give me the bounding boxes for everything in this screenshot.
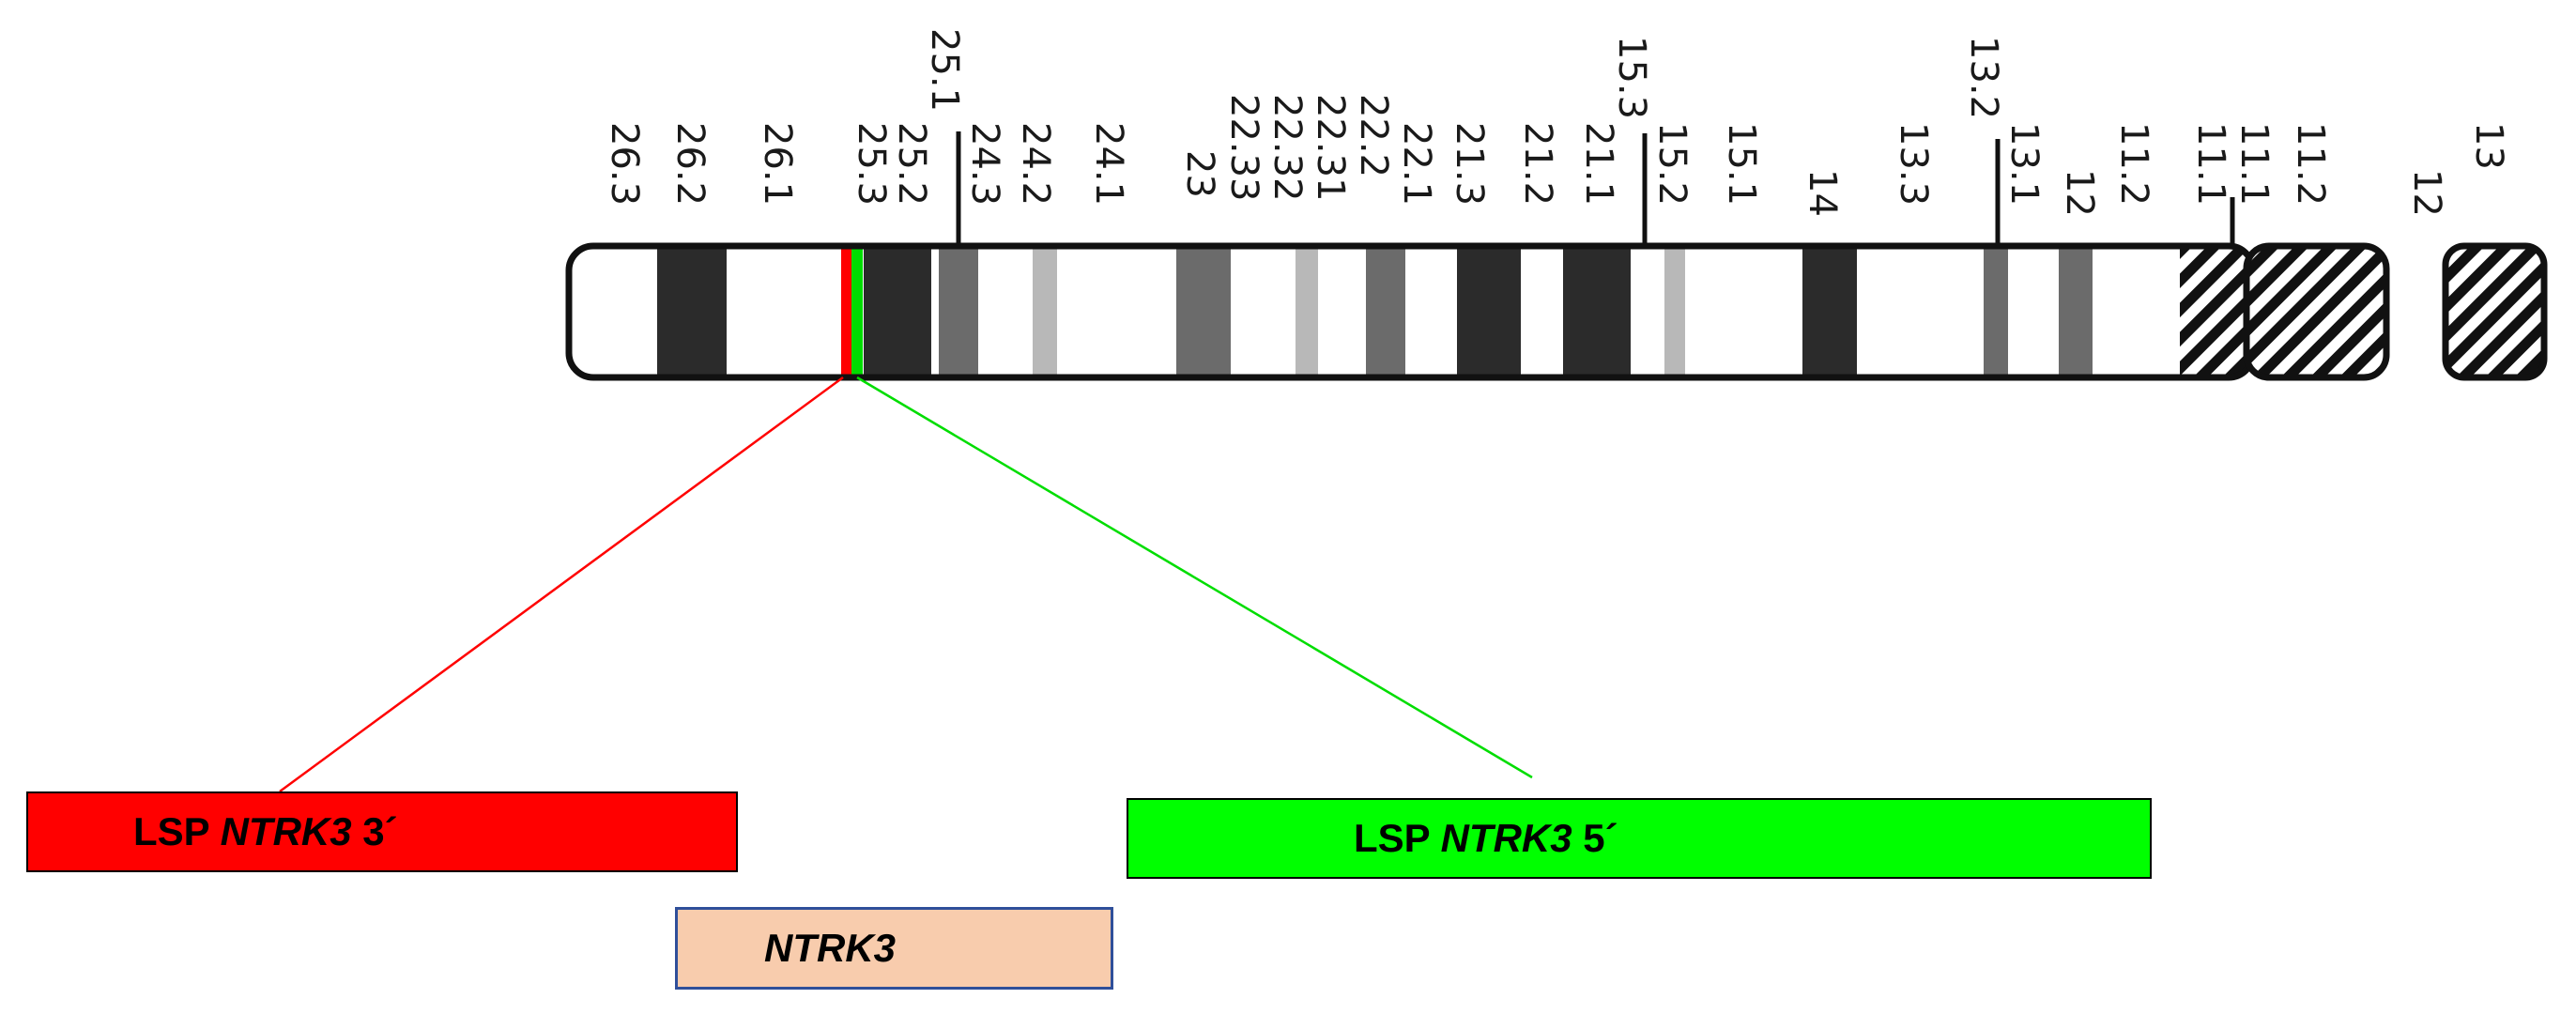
band-label-26-1: 26.1: [756, 122, 799, 206]
band-26-2: [657, 246, 727, 377]
centromere-hatch-left: [2180, 246, 2253, 377]
band-label-22-1: 22.1: [1395, 122, 1438, 206]
band-21-1: [1563, 246, 1631, 377]
probe-5prime-suffix: 5´: [1572, 816, 1618, 860]
band-label-21-3: 21.3: [1448, 122, 1491, 206]
band-14: [1802, 246, 1857, 377]
band-15-2: [1664, 246, 1685, 377]
band-label-22-31: 22.31: [1309, 94, 1352, 202]
band-12-q: [2059, 246, 2093, 377]
satellite-outline: [2442, 242, 2548, 381]
band-label-21-1: 21.1: [1577, 122, 1620, 206]
band-label-11-2-p: 11.2: [2289, 122, 2332, 206]
band-label-13-3: 13.3: [1892, 122, 1935, 206]
band-label-12-p: 12: [2405, 169, 2448, 217]
chromosome-short-arm-outline: [2243, 242, 2390, 381]
band-label-15-1: 15.1: [1720, 122, 1763, 206]
band-label-24-2: 24.2: [1014, 122, 1057, 206]
probe-marker-5prime: [851, 246, 863, 377]
band-label-23: 23: [1178, 150, 1221, 198]
band-22-2: [1366, 246, 1405, 377]
band-24-3: [939, 246, 978, 377]
band-21-3: [1457, 246, 1521, 377]
band-23: [1176, 246, 1231, 377]
probe-3prime-suffix: 3´: [351, 809, 398, 853]
satellite-hatch: [2446, 246, 2544, 377]
probe-marker-3prime: [841, 246, 851, 377]
band-labels: 26.3 26.2 26.1 25.3 25.2 25.1 24.3 24.2 …: [603, 28, 2510, 217]
band-label-13-2: 13.2: [1962, 36, 2005, 119]
band-label-25-3: 25.3: [850, 122, 893, 206]
band-25-3: [864, 246, 931, 377]
band-label-25-1: 25.1: [923, 28, 966, 112]
band-label-26-2: 26.2: [668, 122, 712, 206]
probe-5prime-box: LSP NTRK3 5´: [1127, 798, 2152, 879]
band-label-25-2: 25.2: [890, 122, 933, 206]
band-label-11-2-q: 11.2: [2112, 122, 2155, 206]
band-label-24-1: 24.1: [1087, 122, 1130, 206]
band-label-22-2: 22.2: [1352, 94, 1395, 177]
centromere-hatch-right: [2246, 246, 2386, 377]
probe-5prime-prefix: LSP: [1354, 816, 1441, 860]
band-label-24-3: 24.3: [963, 122, 1006, 206]
probe-connector-5prime: [856, 376, 1533, 779]
band-label-11-1-q: 11.1: [2189, 122, 2232, 206]
gene-box: NTRK3: [675, 907, 1113, 990]
probe-5prime-gene: NTRK3: [1440, 816, 1572, 860]
band-label-15-2: 15.2: [1650, 122, 1694, 206]
band-label-14: 14: [1801, 169, 1844, 217]
band-label-13-1: 13.1: [2002, 122, 2046, 206]
band-label-12-q: 12: [2058, 169, 2101, 217]
band-24-2: [1033, 246, 1057, 377]
band-22-32: [1296, 246, 1318, 377]
gene-name: NTRK3: [764, 926, 897, 970]
chromosome-bands: [569, 246, 2253, 377]
probe-connector-3prime: [279, 376, 844, 793]
band-label-22-32: 22.32: [1265, 94, 1309, 202]
band-label-15-3: 15.3: [1610, 36, 1653, 119]
probe-3prime-box: LSP NTRK3 3´: [26, 791, 738, 872]
band-13-2: [1984, 246, 2008, 377]
band-label-11-1-p: 11.1: [2232, 122, 2276, 206]
probe-3prime-gene: NTRK3: [220, 809, 352, 853]
band-label-13-p: 13: [2467, 122, 2510, 170]
probe-3prime-prefix: LSP: [133, 809, 221, 853]
band-label-21-2: 21.2: [1516, 122, 1559, 206]
band-label-26-3: 26.3: [603, 122, 646, 206]
band-label-22-33: 22.33: [1222, 94, 1265, 202]
